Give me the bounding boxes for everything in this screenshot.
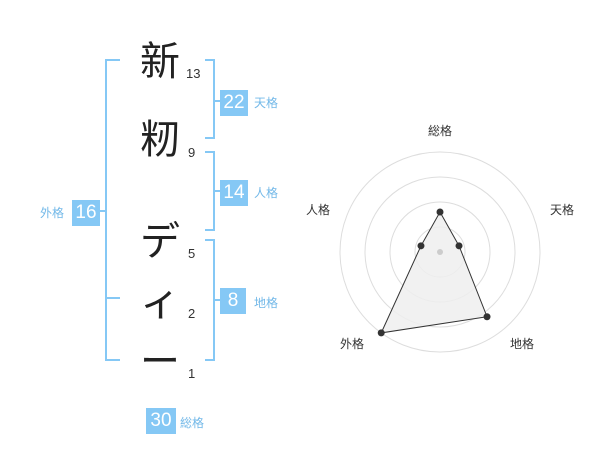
radar-grid-ring bbox=[339, 151, 541, 353]
stroke-count-3: 5 bbox=[188, 246, 196, 261]
jinkaku-label: 人格 bbox=[254, 186, 279, 200]
gaikaku-label: 外格 bbox=[40, 206, 65, 220]
jinkaku-value: 14 bbox=[220, 180, 248, 206]
radar-center-dot bbox=[437, 249, 443, 255]
gaikaku-value: 16 bbox=[72, 200, 100, 226]
radar-point-1 bbox=[436, 208, 444, 216]
radar-point-2 bbox=[455, 242, 463, 250]
name-char-2: 籾 bbox=[140, 117, 180, 163]
radar-point-4 bbox=[377, 329, 385, 337]
chikaku-label: 地格 bbox=[254, 296, 279, 310]
tenkaku-label: 天格 bbox=[254, 96, 279, 110]
radar-polygon bbox=[380, 210, 488, 334]
radar-point-5 bbox=[417, 242, 425, 250]
chikaku-value: 8 bbox=[220, 288, 246, 314]
soukaku-label: 総格 bbox=[180, 416, 205, 430]
radar-label-jinkaku: 人格 bbox=[306, 203, 331, 217]
stroke-count-2: 9 bbox=[188, 145, 196, 160]
radar-point-3 bbox=[483, 313, 491, 321]
radar-label-chikaku: 地格 bbox=[510, 337, 535, 351]
name-char-3: デ bbox=[140, 219, 180, 265]
name-char-4: ィ bbox=[140, 279, 180, 325]
radar-label-soukaku: 総格 bbox=[428, 124, 453, 138]
name-char-5: ー bbox=[140, 339, 180, 385]
name-char-1: 新 bbox=[140, 39, 180, 85]
radar-grid-ring bbox=[364, 176, 516, 328]
stroke-count-1: 13 bbox=[186, 66, 201, 81]
tenkaku-value: 22 bbox=[220, 90, 248, 116]
soukaku-value: 30 bbox=[146, 408, 176, 434]
stroke-count-5: 1 bbox=[188, 366, 196, 381]
radar-label-gaikaku: 外格 bbox=[340, 337, 365, 351]
radar-label-tenkaku: 天格 bbox=[550, 203, 575, 217]
stroke-count-4: 2 bbox=[188, 306, 196, 321]
